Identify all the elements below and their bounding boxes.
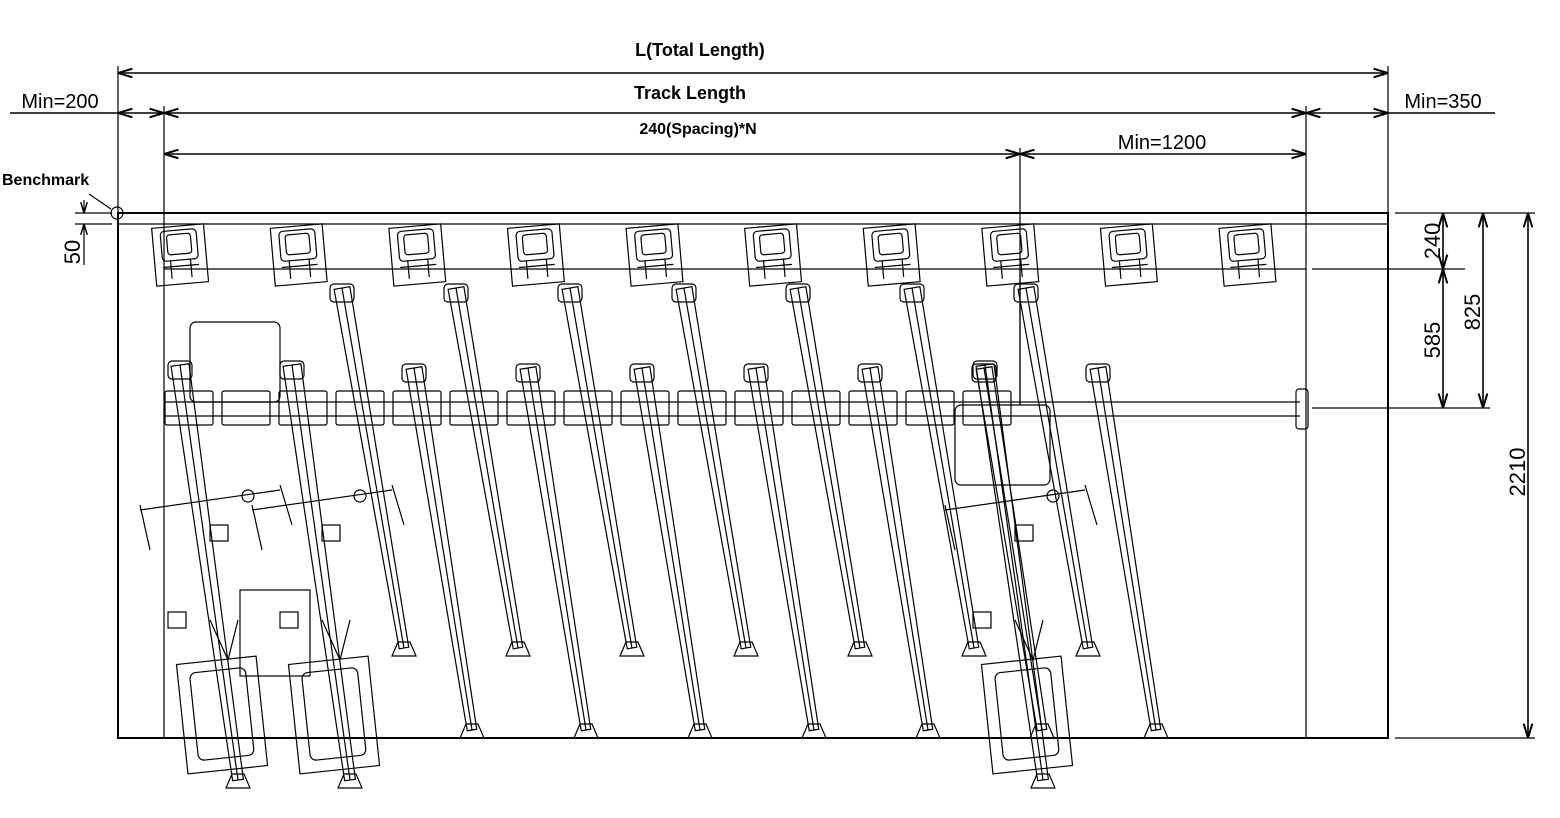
track-carriage xyxy=(677,390,727,426)
lowered-bike xyxy=(944,360,1098,789)
benchmark-label: Benchmark xyxy=(2,172,89,189)
wall-mount xyxy=(625,223,684,287)
upright-bike-tubes xyxy=(329,283,1169,739)
track-carriage xyxy=(164,390,214,426)
wall-mount xyxy=(1218,223,1277,287)
min-right-label: Min=350 xyxy=(1404,91,1481,113)
track-carriage xyxy=(848,390,898,426)
track-carriage xyxy=(392,390,442,426)
right-dimensions: 240 585 825 2210 xyxy=(1312,212,1535,739)
lowered-bike-carriers xyxy=(139,321,1098,789)
bike-tube xyxy=(329,283,417,657)
wall-mount xyxy=(862,223,921,287)
min-left-dimension: Min=200 xyxy=(10,91,164,113)
bike-tube xyxy=(401,363,485,739)
bike-tube xyxy=(785,283,873,657)
track-carriage xyxy=(563,390,613,426)
wall-mount xyxy=(744,223,803,287)
bike-tube xyxy=(1013,283,1101,657)
bike-tube xyxy=(515,363,599,739)
offset-50-label: 50 xyxy=(60,240,85,264)
track-carriage xyxy=(506,390,556,426)
spacing-dimension: 240(Spacing)*N xyxy=(164,121,1020,154)
min-right-dimension: Min=350 xyxy=(1306,91,1495,113)
bike-tube xyxy=(972,360,1056,789)
total-length-dimension: L(Total Length) xyxy=(118,40,1388,73)
bike-tube xyxy=(671,283,759,657)
bike-tube xyxy=(443,283,531,657)
track-carriage xyxy=(905,390,955,426)
bike-tube xyxy=(743,363,827,739)
wall-mount xyxy=(981,223,1040,287)
track-carriage xyxy=(791,390,841,426)
wall-mount xyxy=(506,223,565,287)
min-left-label: Min=200 xyxy=(21,91,98,113)
min-end-dimension: Min=1200 xyxy=(1020,132,1306,154)
dim-585-label: 585 xyxy=(1420,322,1445,359)
track-carriage xyxy=(221,390,271,426)
dim-240-label: 240 xyxy=(1420,223,1445,260)
track-carriage xyxy=(335,390,385,426)
lowered-bike xyxy=(251,360,405,789)
bike-tube xyxy=(899,283,987,657)
bike-tube xyxy=(167,360,251,789)
track-length-dimension: Track Length xyxy=(164,83,1306,113)
track-carriage xyxy=(449,390,499,426)
installation-frame xyxy=(117,212,1389,739)
spacing-label: 240(Spacing)*N xyxy=(639,121,756,138)
wall-mounts xyxy=(151,223,1277,287)
track-length-label: Track Length xyxy=(634,83,746,103)
wall-mount xyxy=(388,223,447,287)
track-carriage xyxy=(620,390,670,426)
track-carriage xyxy=(734,390,784,426)
track-rail xyxy=(164,388,1309,430)
bike-tube xyxy=(557,283,645,657)
min-end-label: Min=1200 xyxy=(1118,132,1206,154)
wall-mount xyxy=(269,223,328,287)
track-carriage xyxy=(962,390,1012,426)
dim-2210-label: 2210 xyxy=(1505,448,1530,497)
lowered-bike xyxy=(139,360,293,789)
benchmark-marker: Benchmark 50 xyxy=(2,172,124,265)
total-length-label: L(Total Length) xyxy=(635,40,765,60)
wall-mount xyxy=(151,223,210,287)
bike-tube xyxy=(1085,363,1169,739)
wall-mount xyxy=(1099,223,1158,287)
bike-tube xyxy=(857,363,941,739)
dim-825-label: 825 xyxy=(1460,294,1485,331)
track-carriage xyxy=(278,390,328,426)
bike-tube xyxy=(629,363,713,739)
